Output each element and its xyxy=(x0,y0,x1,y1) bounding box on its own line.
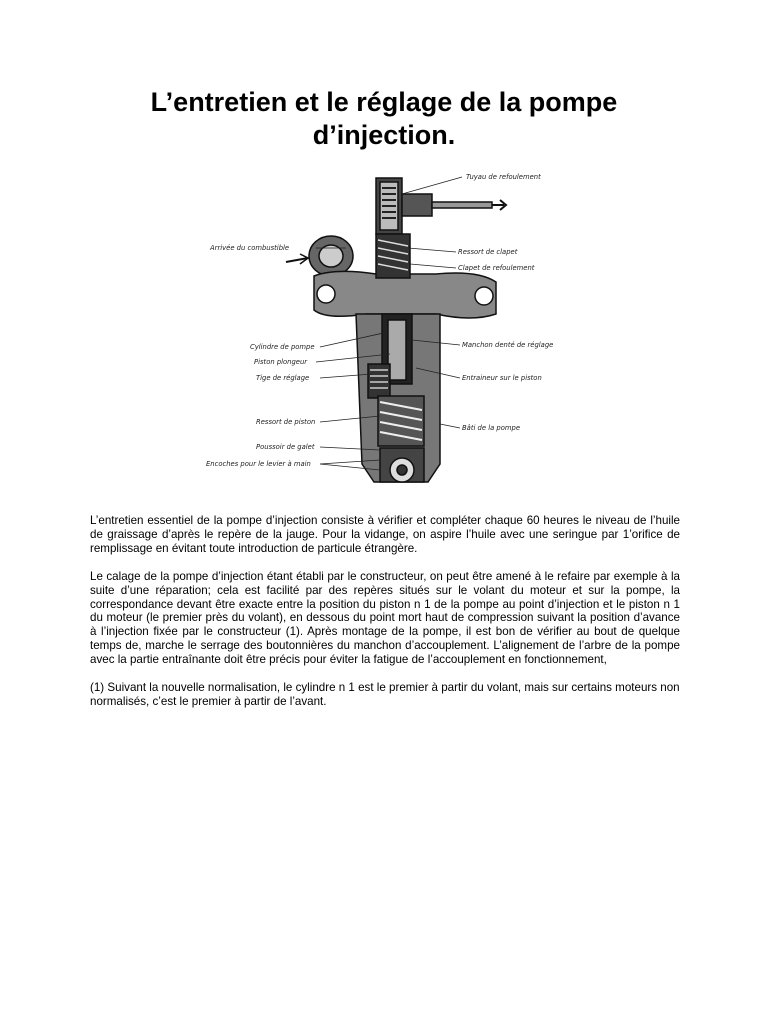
label-manchon-dente: Manchon denté de réglage xyxy=(462,341,553,349)
label-encoches-levier: Encoches pour le levier à main xyxy=(206,460,311,468)
label-tige-reglage: Tige de réglage xyxy=(256,374,309,382)
label-piston-plongeur: Piston plongeur xyxy=(254,358,308,366)
label-arrivee-combustible: Arrivée du combustible xyxy=(209,244,289,252)
page-title: L’entretien et le réglage de la pompe d’… xyxy=(0,86,768,152)
article-body: L’entretien essentiel de la pompe d’inje… xyxy=(90,514,680,723)
diagram-labels: Arrivée du combustible Cylindre de pompe… xyxy=(206,173,553,468)
title-line-1: L’entretien et le réglage de la pompe xyxy=(150,87,618,117)
label-bati-pompe: Bâti de la pompe xyxy=(462,424,520,432)
pump-illustration xyxy=(285,177,508,483)
leader-lines xyxy=(315,176,463,471)
title-line-2: d’injection. xyxy=(312,120,456,150)
label-ressort-piston: Ressort de piston xyxy=(256,418,315,426)
label-tuyau-refoulement: Tuyau de refoulement xyxy=(466,173,541,181)
paragraph-footnote: (1) Suivant la nouvelle normalisation, l… xyxy=(90,681,680,708)
label-entraineur-piston: Entraineur sur le piston xyxy=(462,374,542,382)
injection-pump-diagram: Arrivée du combustible Cylindre de pompe… xyxy=(196,164,586,500)
paragraph-calage: Le calage de la pompe d’injection étant … xyxy=(90,569,680,667)
label-clapet-refoulement: Clapet de refoulement xyxy=(458,264,535,272)
label-poussoir-galet: Poussoir de galet xyxy=(256,443,315,451)
label-ressort-clapet: Ressort de clapet xyxy=(458,248,518,256)
paragraph-entretien: L’entretien essentiel de la pompe d’inje… xyxy=(90,514,680,555)
label-cylindre-pompe: Cylindre de pompe xyxy=(250,343,315,351)
